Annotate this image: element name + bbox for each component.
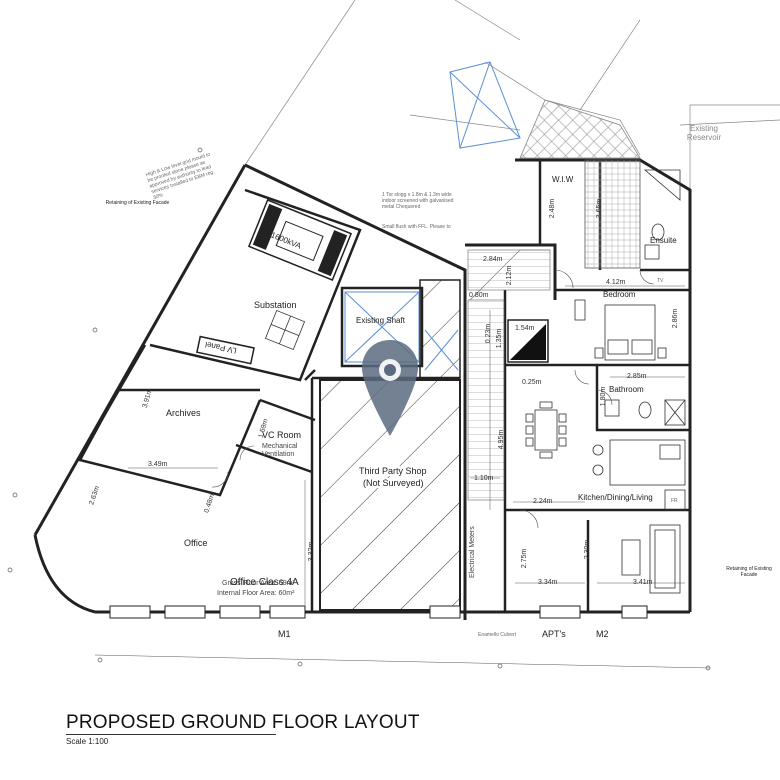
shop-note: (Not Surveyed) [362, 478, 425, 488]
dim-212: 2.12m [506, 265, 514, 286]
skylight-cross [449, 61, 521, 149]
dim-341: 3.41m [633, 579, 653, 586]
facade-openings [109, 605, 648, 619]
tv-label: TV [657, 278, 664, 284]
vc-room-note: Mechanical Ventilation [262, 443, 298, 458]
dim-284: 2.84m [483, 256, 503, 263]
substation-desk [264, 309, 306, 351]
kitchen-label: Kitchen/Dining/Living [578, 493, 653, 502]
dim-135: 1.35m [496, 328, 504, 349]
lift-void [507, 319, 549, 363]
note-top-mid-2: Small flush with FFL. Please to [382, 224, 451, 230]
bedroom-label: Bedroom [603, 290, 636, 299]
dim-023: 0.23m [485, 323, 493, 344]
office-class-label: Office Class 4A [230, 577, 299, 588]
dim-248: 2.48m [549, 198, 557, 219]
gross-area-row: Gross Floor Area: 69m² [222, 580, 295, 587]
dim-332: 3.32m [308, 541, 316, 562]
substation-label: Substation [254, 300, 297, 310]
wiw-label: W.I.W [552, 175, 574, 184]
transformer-symbol [247, 198, 353, 282]
shaft-area-hatch [419, 279, 461, 379]
drawing-scale: Scale 1:100 [66, 737, 109, 746]
gross-area-text: Gross Floor Area: 69m² [222, 580, 295, 587]
shop-label: Third Party Shop [358, 466, 428, 476]
ensuite-label: Ensuite [650, 236, 677, 245]
reservoir-label: Existing Reservoir [686, 124, 722, 142]
dim-154: 1.54m [515, 325, 535, 332]
internal-area-text: Internal Floor Area: 60m² [217, 590, 295, 597]
courtyard-paving [519, 99, 641, 159]
walk-in-wardrobe-tiles [584, 159, 641, 269]
staircase [467, 249, 551, 501]
dim-080: 0.80m [469, 292, 489, 299]
dim-349: 3.49m [148, 461, 168, 468]
dim-365: 3.65m [596, 198, 604, 219]
vc-room-label: VC Room [262, 430, 302, 440]
dimension-lines [94, 285, 711, 669]
lv-panel-box [196, 335, 255, 365]
office-label: Office [184, 538, 208, 548]
sofa [621, 524, 681, 594]
meters-label: Electrical Meters [469, 526, 476, 578]
door-swings [211, 269, 655, 529]
dim-180: 1.80m [600, 386, 608, 407]
dim-110: 1.10m [474, 475, 494, 482]
title-underline [66, 734, 276, 735]
fr-label: FR [671, 498, 678, 504]
kitchen-counter [592, 439, 686, 511]
archives-label: Archives [166, 408, 201, 418]
dim-224: 2.24m [533, 498, 553, 505]
apts-label: APT's [542, 629, 566, 639]
dim-285: 2.85m [627, 373, 647, 380]
grid-markers [7, 147, 711, 671]
m2-label: M2 [596, 629, 609, 639]
retain-left-label: Retaining of Existing Facade [105, 200, 170, 206]
retain-right-label: Retaining of Existing Facade [726, 566, 772, 578]
shaft-label: Existing Shaft [356, 316, 405, 325]
dim-230: 2.30m [584, 539, 592, 560]
location-pin-icon [362, 340, 418, 436]
m1-label: M1 [278, 629, 291, 639]
dining-set [525, 401, 567, 459]
drawing-title: PROPOSED GROUND FLOOR LAYOUT [66, 712, 420, 733]
dim-412: 4.12m [606, 279, 626, 286]
dim-025: 0.25m [522, 379, 542, 386]
dim-275: 2.75m [521, 548, 529, 569]
dim-495: 4.95m [498, 429, 506, 450]
culvert-label: Enamello Culvert [478, 632, 517, 638]
bathroom-fixtures [604, 169, 686, 426]
dim-286: 2.86m [672, 308, 680, 329]
bed [574, 299, 667, 361]
internal-area-row: Internal Floor Area: 60m² [217, 590, 294, 597]
bathroom-label: Bathroom [609, 385, 644, 394]
note-top-mid: 1 Tor slogg x 1.8m & 1.3m wide indoor sc… [382, 192, 454, 210]
dim-334: 3.34m [538, 579, 558, 586]
